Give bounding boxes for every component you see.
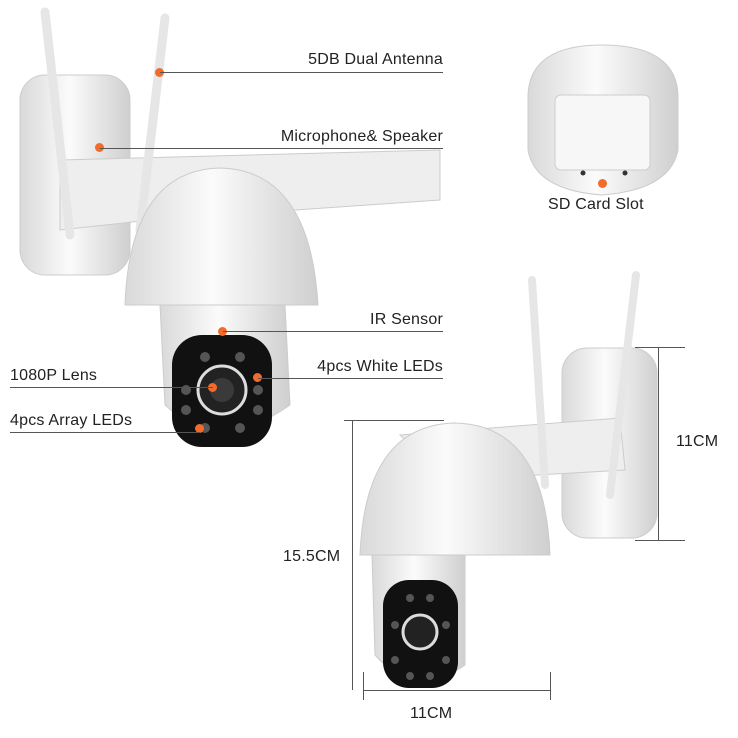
ir-sensor-marker: [218, 327, 227, 336]
microphone-leader-line: [100, 148, 443, 149]
antenna-marker: [155, 68, 164, 77]
microphone-marker: [95, 143, 104, 152]
lens-label: 1080P Lens: [10, 367, 98, 384]
total-height-tick-top: [344, 420, 444, 421]
mount-height-tick-top: [635, 347, 685, 348]
mount-height-tick-bottom: [635, 540, 685, 541]
white-led-marker: [253, 373, 262, 382]
width-label: 11CM: [410, 705, 453, 722]
width-tick-left: [363, 672, 364, 700]
array-led-marker: [195, 424, 204, 433]
lens-leader-line: [10, 387, 213, 388]
antenna-leader-line: [160, 72, 443, 73]
white-leds-label: 4pcs White LEDs: [317, 358, 443, 375]
width-dimension-line: [363, 690, 551, 691]
mount-height-dimension-line: [658, 347, 659, 540]
ir-sensor-leader-line: [223, 331, 443, 332]
sd-card-label: SD Card Slot: [548, 196, 644, 213]
total-height-label: 15.5CM: [283, 548, 341, 565]
width-tick-right: [550, 672, 551, 700]
ir-sensor-label: IR Sensor: [370, 311, 443, 328]
antenna-label: 5DB Dual Antenna: [308, 51, 443, 68]
microphone-label: Microphone& Speaker: [280, 128, 443, 145]
camera-bottom-view: [527, 44, 679, 196]
camera-side-view: [359, 271, 658, 688]
camera-front-view: [19, 7, 441, 447]
array-leds-label: 4pcs Array LEDs: [10, 412, 133, 429]
array-leds-leader-line: [10, 432, 200, 433]
total-height-dimension-line: [352, 420, 353, 690]
sd-card-marker: [598, 179, 607, 188]
mount-height-label: 11CM: [676, 433, 719, 450]
white-leds-leader-line: [258, 378, 443, 379]
